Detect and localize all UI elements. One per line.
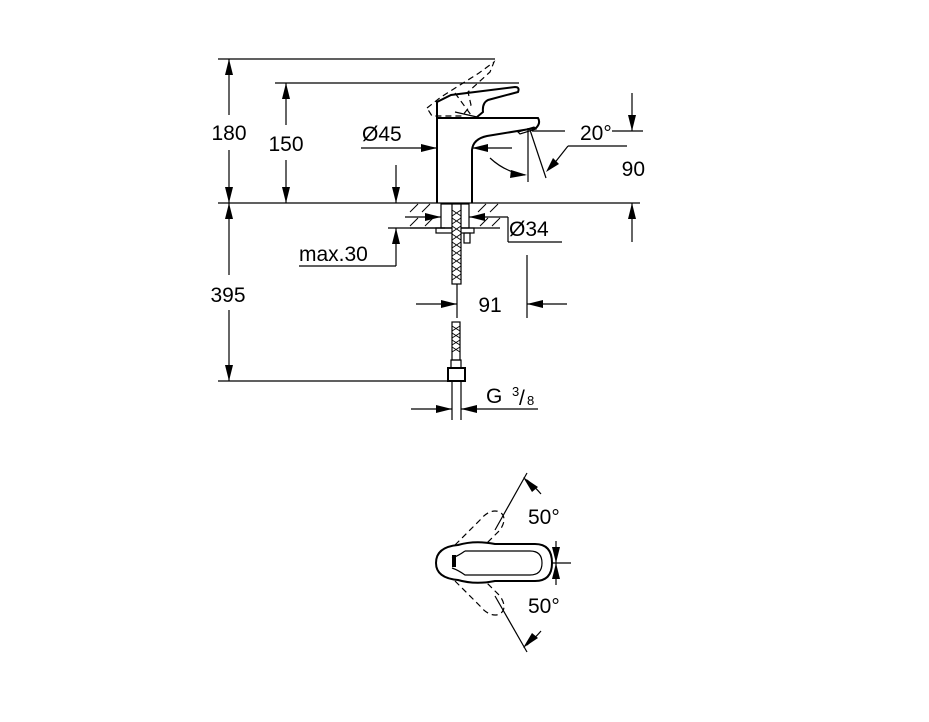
dimension-180: 180 <box>211 59 247 203</box>
dim-body-diameter: Ø45 <box>362 123 402 146</box>
dim-spout-reach: 91 <box>478 294 501 317</box>
hose-lower <box>447 321 466 420</box>
dimension-395: 395 <box>210 203 246 381</box>
braided-hose-upper <box>451 203 462 285</box>
dimension-thread: G 3 / 8 <box>411 384 538 413</box>
dimension-reach-91: 91 <box>416 255 567 318</box>
dim-max-deck-thickness: max.30 <box>299 243 368 266</box>
side-view: 180 150 395 Ø45 <box>210 58 645 420</box>
dimension-diameter-45: Ø45 <box>361 123 512 152</box>
top-view: 50° 50° <box>434 472 571 653</box>
mounting-assembly <box>435 203 475 285</box>
dim-thread-g: G <box>486 385 502 408</box>
dim-total-height: 180 <box>211 122 246 145</box>
dimension-max-30: max.30 <box>299 165 445 267</box>
dim-lever-height: 150 <box>268 133 303 156</box>
dimension-spout-angle: 20° <box>489 122 627 182</box>
aerator-mark <box>452 555 456 567</box>
dim-thread-slash: / <box>519 387 525 410</box>
dim-base-diameter: Ø34 <box>509 218 549 241</box>
dim-spout-angle: 20° <box>580 122 612 145</box>
dim-thread-den: 8 <box>527 393 534 408</box>
dim-spout-height: 90 <box>622 158 645 181</box>
dim-rotation-up: 50° <box>528 506 560 529</box>
dim-hose-length: 395 <box>210 284 245 307</box>
lever-top-outline <box>434 541 554 584</box>
lever-inner-outline <box>451 550 543 576</box>
dimension-spout-height: 90 <box>612 93 645 242</box>
lever-rotated-up <box>454 510 505 546</box>
dimension-150: 150 <box>268 83 304 203</box>
dim-thread-num: 3 <box>512 384 519 399</box>
faucet-body <box>426 60 541 203</box>
dimension-diameter-34: Ø34 <box>405 213 562 243</box>
lever-rotated-down <box>454 580 505 616</box>
dim-rotation-down: 50° <box>528 595 560 618</box>
